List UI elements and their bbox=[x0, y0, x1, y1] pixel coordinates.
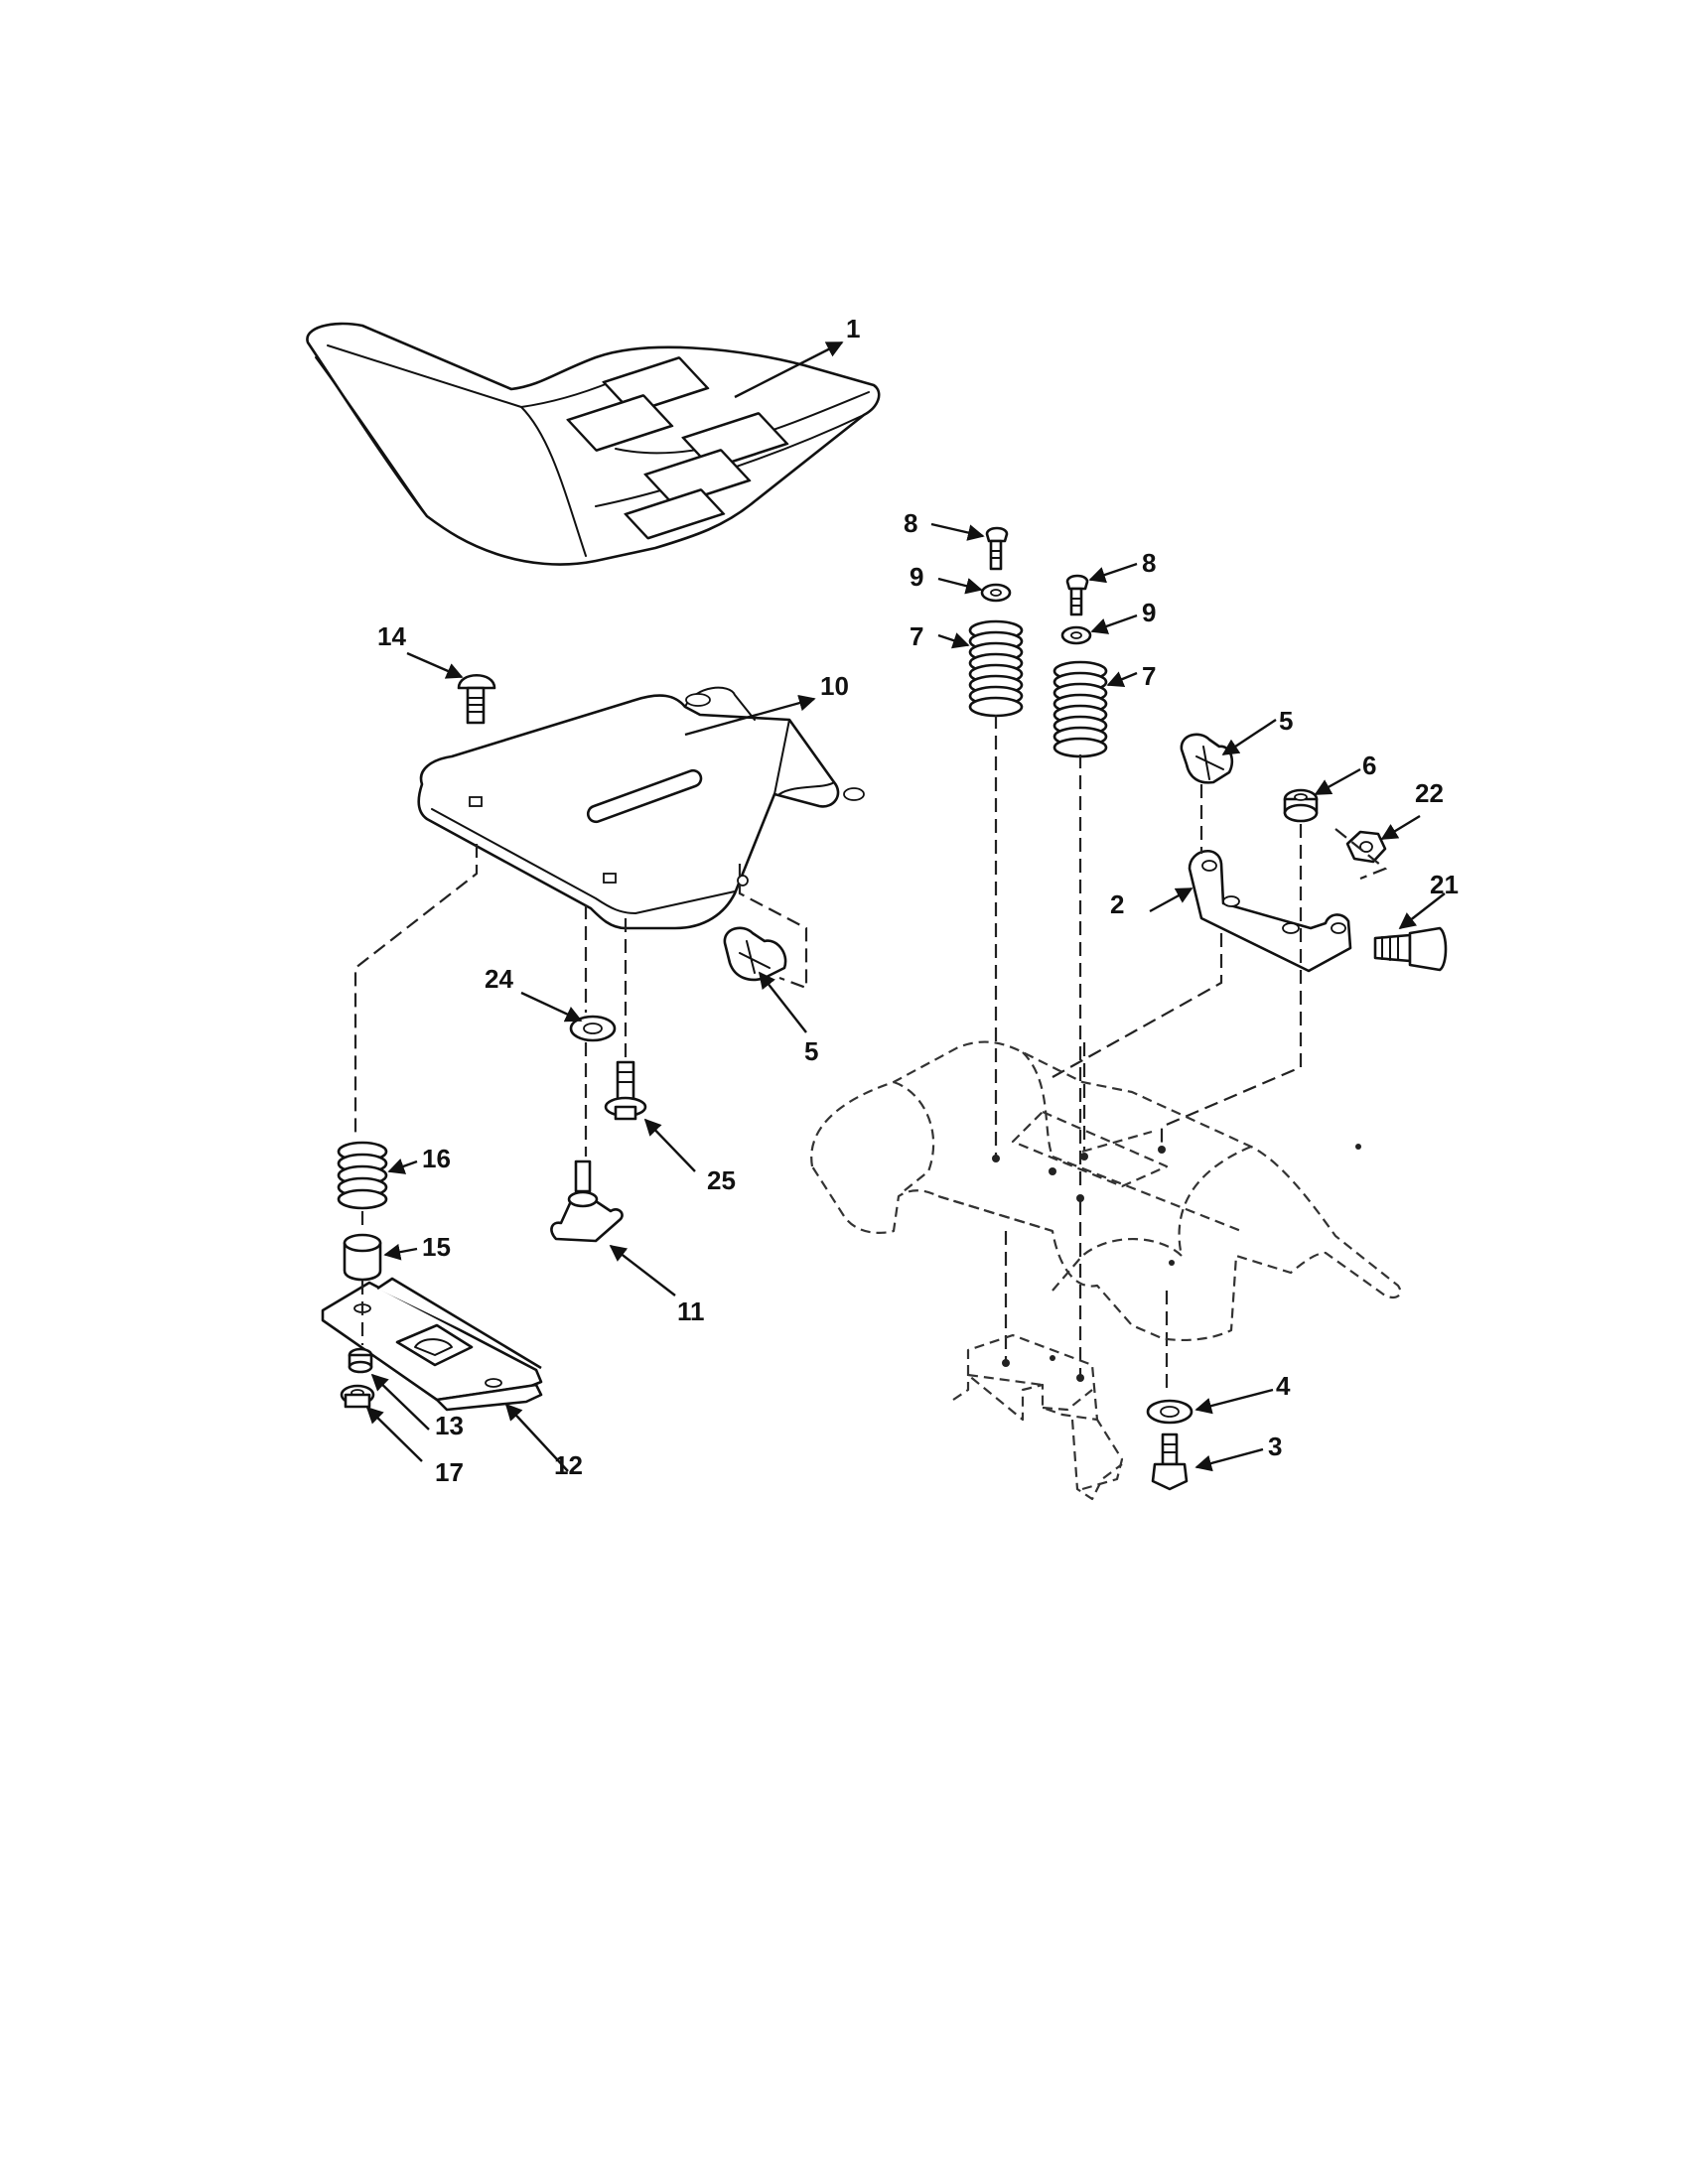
callout-9-left: 9 bbox=[910, 562, 923, 592]
callout-7-right: 7 bbox=[1142, 661, 1156, 691]
callout-7-left: 7 bbox=[910, 621, 923, 651]
callout-12: 12 bbox=[554, 1450, 583, 1480]
callout-9-right: 9 bbox=[1142, 598, 1156, 627]
flange-nut-part bbox=[340, 1384, 423, 1462]
callout-16: 16 bbox=[422, 1144, 451, 1173]
bracket-part bbox=[1149, 849, 1352, 973]
washer-part-24 bbox=[520, 991, 617, 1042]
bolt-part-8-right bbox=[1065, 562, 1138, 616]
callout-8-right: 8 bbox=[1142, 548, 1156, 578]
seat-pan-part bbox=[417, 686, 865, 930]
callout-13: 13 bbox=[435, 1411, 464, 1440]
spring-part-16 bbox=[337, 1141, 418, 1210]
bolt-part-21 bbox=[1373, 892, 1448, 972]
callout-14: 14 bbox=[377, 621, 406, 651]
callout-5-lower: 5 bbox=[804, 1036, 818, 1066]
nut-part-6 bbox=[1283, 767, 1361, 823]
spring-part-7-right bbox=[1052, 660, 1138, 758]
nut-part-13 bbox=[348, 1347, 430, 1431]
callout-6: 6 bbox=[1362, 751, 1376, 780]
callout-17: 17 bbox=[435, 1457, 464, 1487]
callout-5-upper: 5 bbox=[1279, 706, 1293, 736]
callout-4: 4 bbox=[1276, 1371, 1291, 1401]
washer-part-4 bbox=[1146, 1388, 1274, 1425]
callout-11: 11 bbox=[677, 1297, 705, 1326]
seat-part bbox=[306, 322, 881, 566]
callout-10: 10 bbox=[820, 671, 849, 701]
callout-3: 3 bbox=[1268, 1432, 1282, 1461]
callout-22: 22 bbox=[1415, 778, 1444, 808]
spring-part-7-left bbox=[937, 619, 1024, 718]
callout-1: 1 bbox=[846, 314, 860, 343]
hex-bolt-part bbox=[1151, 1433, 1264, 1491]
callout-8-left: 8 bbox=[904, 508, 917, 538]
wing-knob-part bbox=[550, 1160, 676, 1297]
callout-21: 21 bbox=[1430, 870, 1459, 899]
callout-25: 25 bbox=[707, 1165, 736, 1195]
bolt-part-8-left bbox=[930, 522, 1009, 571]
clip-part-left bbox=[723, 926, 807, 1033]
shoulder-bolt-part bbox=[604, 1060, 696, 1172]
callout-24: 24 bbox=[485, 964, 513, 994]
callout-2: 2 bbox=[1110, 889, 1124, 919]
bushing-part bbox=[343, 1233, 418, 1282]
slide-plate-part bbox=[321, 1277, 569, 1472]
nut-part-22 bbox=[1345, 814, 1421, 864]
washer-part-9-right bbox=[1060, 614, 1138, 645]
clip-part-right bbox=[1180, 718, 1277, 784]
tractor-frame-reference bbox=[810, 1040, 1402, 1501]
washer-part-9-left bbox=[937, 577, 1012, 603]
callout-15: 15 bbox=[422, 1232, 451, 1262]
carriage-bolt-part bbox=[406, 651, 496, 725]
